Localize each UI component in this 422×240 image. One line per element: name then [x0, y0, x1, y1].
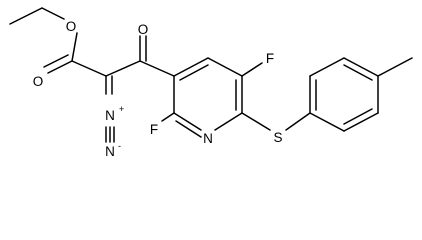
- bond-ring-f-bottom: [161, 112, 175, 122]
- atom-o-ketone: O: [138, 22, 149, 37]
- atom-f-bottom: F: [150, 122, 158, 137]
- bond-ring-c6-n: [214, 112, 243, 131]
- bond-ring-c4-c5: [207, 57, 243, 77]
- atom-n-diazo-outer: N: [105, 144, 115, 159]
- chemical-structure: O O O N + N - F F N S: [9, 7, 413, 159]
- bond-tolyl-6: [309, 112, 345, 132]
- atom-n-diazo-inner: N: [105, 108, 115, 123]
- bond-ketone-to-ring: [139, 60, 175, 77]
- bond-ester-carbonyl-2: [43, 54, 69, 68]
- bond-s-tolyl: [285, 112, 311, 131]
- bond-ring-f-top: [241, 62, 263, 77]
- bond-ethyl-ch3-ch2: [9, 7, 43, 25]
- bond-tolyl-2: [309, 57, 345, 77]
- bond-o-ester-carbon: [71, 32, 78, 62]
- bond-ring-c3-c4: [173, 57, 209, 77]
- bond-ester-carbonyl-1: [47, 60, 73, 74]
- bond-tolyl-5: [343, 112, 379, 132]
- atom-o-ester-ether: O: [66, 19, 77, 34]
- bond-tolyl-3-inner: [343, 64, 373, 81]
- atom-n-pyridine: N: [203, 131, 213, 146]
- atom-n-diazo-outer-charge: -: [118, 141, 121, 151]
- bond-ring-c3-c4-inner: [179, 64, 209, 81]
- bond-ester-to-diazo-carbon: [71, 60, 107, 77]
- bond-ring-n-c2-inner: [175, 120, 202, 138]
- bond-tolyl-5-inner: [343, 108, 373, 125]
- atom-o-ester-carbonyl: O: [33, 74, 44, 89]
- atom-s-thioether: S: [273, 130, 282, 145]
- atom-n-diazo-inner-charge: +: [119, 104, 124, 114]
- atom-f-top: F: [266, 51, 274, 66]
- bond-ethyl-ch2-o: [41, 7, 65, 20]
- bond-ring-s: [241, 112, 271, 131]
- bond-ring-n-c2: [173, 112, 202, 131]
- bond-tolyl-3: [343, 57, 379, 77]
- bond-diazo-carbon-to-ketone: [105, 60, 141, 77]
- bond-tolyl-methyl: [377, 57, 413, 77]
